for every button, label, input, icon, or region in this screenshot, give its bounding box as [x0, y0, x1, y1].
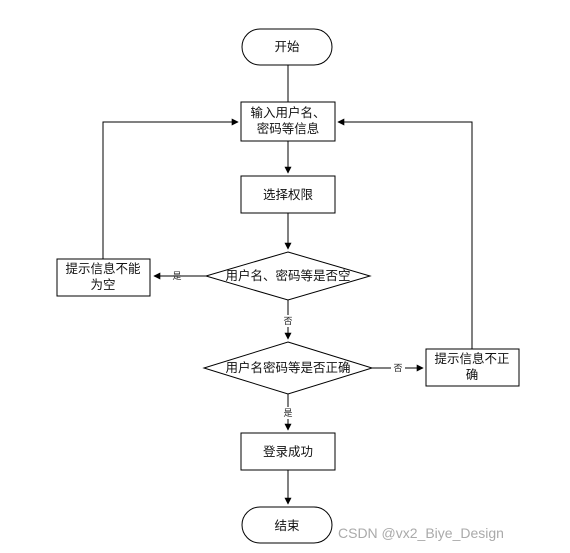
- wrong-tip-line2: 确: [466, 367, 479, 382]
- edge-wrongtip-input: [337, 118, 473, 349]
- check-empty-decision: 用户名、密码等是否空: [204, 251, 372, 301]
- login-success-label: 登录成功: [263, 444, 313, 459]
- check-empty-label: 用户名、密码等是否空: [225, 268, 350, 283]
- edge-label-correct-yes-bg: [281, 407, 295, 419]
- edge-label-correct-yes: 是: [283, 408, 292, 419]
- empty-tip-line2: 为空: [90, 277, 115, 292]
- wrong-tip-node: 提示信息不正 确: [425, 348, 520, 387]
- empty-tip-node: 提示信息不能 为空: [56, 258, 151, 297]
- input-credentials-node: 输入用户名、 密码等信息: [240, 101, 336, 142]
- select-permission-label: 选择权限: [263, 187, 314, 202]
- end-label: 结束: [274, 518, 300, 533]
- login-success-node: 登录成功: [240, 432, 336, 471]
- start-node: 开始: [241, 28, 333, 66]
- edge-label-correct-no: 否: [393, 363, 402, 374]
- edge-label-empty-no-bg: [281, 315, 295, 327]
- select-permission-node: 选择权限: [240, 175, 336, 214]
- edge-label-empty-no: 否: [283, 316, 292, 327]
- watermark-text: CSDN @vx2_Biye_Design: [338, 525, 504, 541]
- input-label-line1: 输入用户名、: [250, 105, 325, 120]
- edge-label-empty-yes: 是: [172, 271, 181, 282]
- edge-label-correct-no-bg: [391, 362, 405, 374]
- check-correct-decision: 用户名密码等是否正确: [202, 341, 374, 395]
- end-node: 结束: [241, 506, 333, 544]
- edge-emptytip-input: [102, 118, 239, 259]
- wrong-tip-line1: 提示信息不正: [434, 351, 509, 366]
- empty-tip-line1: 提示信息不能: [65, 261, 141, 276]
- check-correct-label: 用户名密码等是否正确: [225, 360, 350, 375]
- start-label: 开始: [274, 39, 300, 54]
- input-label-line2: 密码等信息: [257, 121, 320, 136]
